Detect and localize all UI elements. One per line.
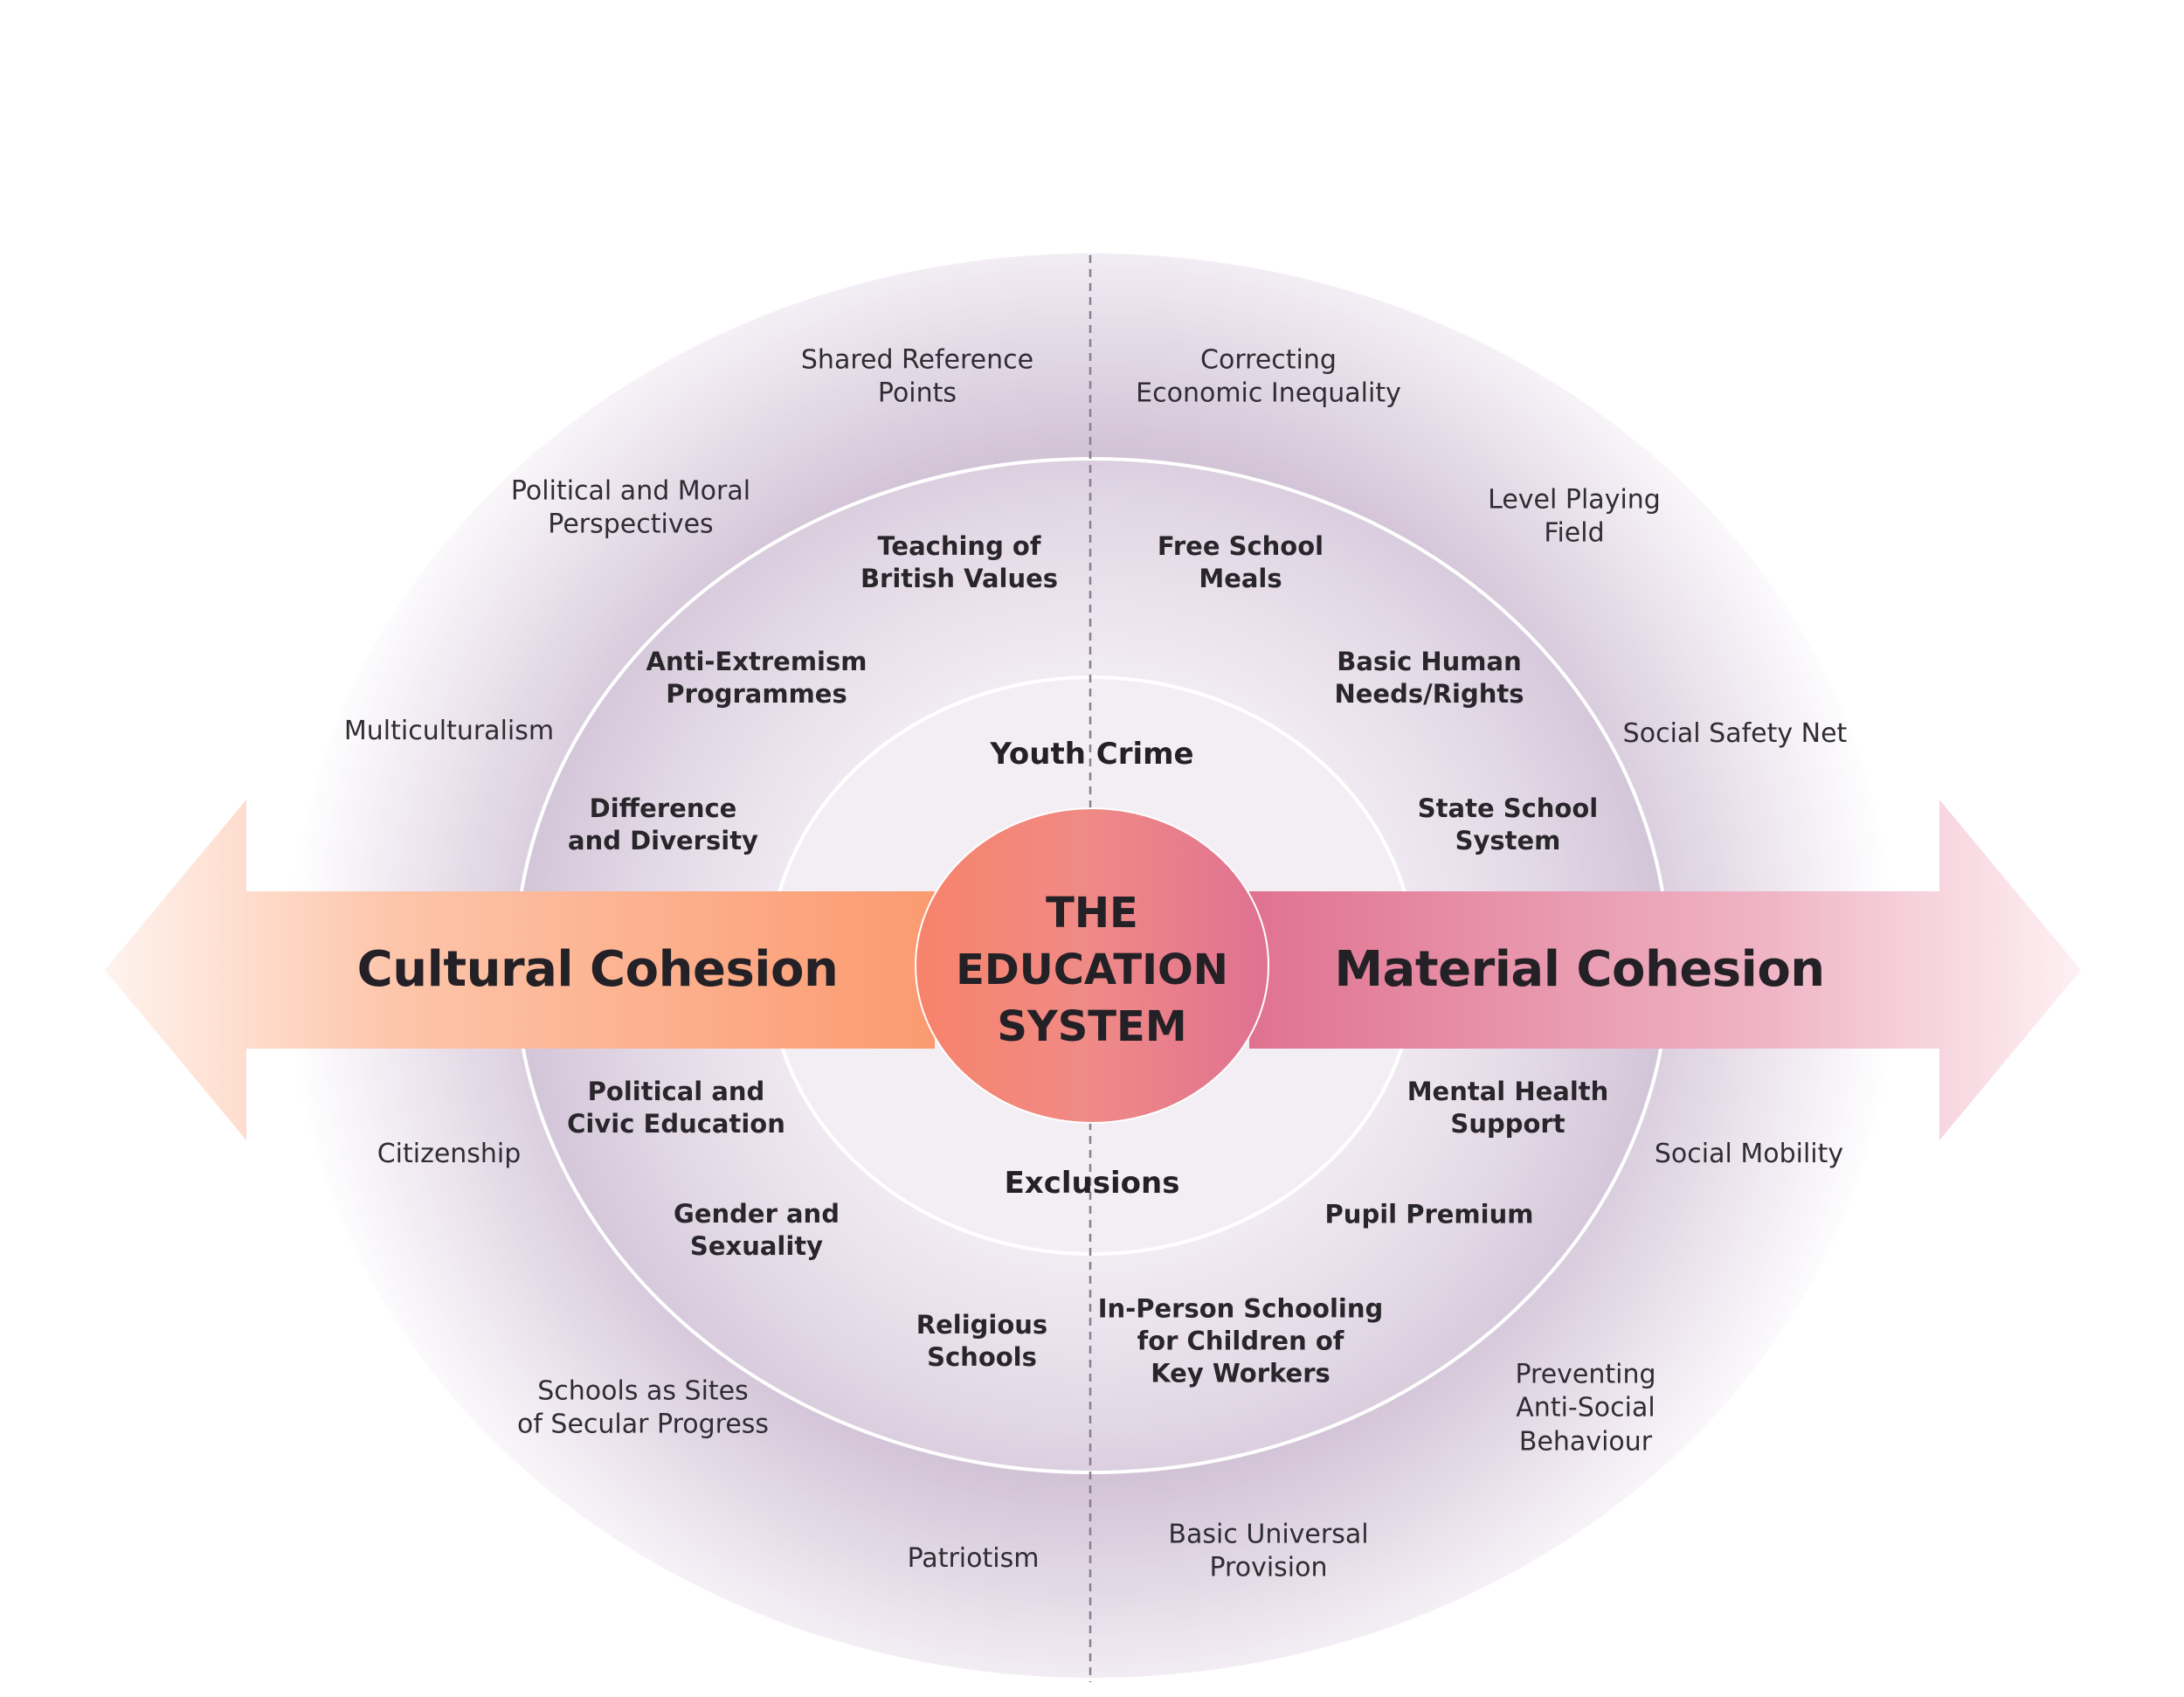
- anti-extremism-label: Anti-Extremism Programmes: [646, 646, 867, 709]
- state-school-system-label: State School System: [1417, 793, 1599, 855]
- social-safety-net-label: Social Safety Net: [1622, 717, 1848, 749]
- difference-diversity-label: Difference and Diversity: [568, 793, 758, 855]
- cultural-cohesion-label: Cultural Cohesion: [356, 941, 839, 999]
- social-mobility-label: Social Mobility: [1654, 1138, 1844, 1169]
- material-cohesion-arrow: [1249, 800, 2081, 1140]
- patriotism-label: Patriotism: [907, 1542, 1040, 1574]
- center-title: THE EDUCATION SYSTEM: [956, 888, 1228, 1051]
- free-school-meals-label: Free School Meals: [1157, 530, 1324, 593]
- youth-crime-label: Youth Crime: [990, 737, 1194, 772]
- mental-health-label: Mental Health Support: [1406, 1076, 1609, 1139]
- anti-social-label: Preventing Anti-Social Behaviour: [1515, 1359, 1656, 1458]
- citizenship-label: Citizenship: [377, 1138, 522, 1169]
- cultural-cohesion-arrow: [105, 800, 935, 1140]
- basic-universal-label: Basic Universal Provision: [1168, 1519, 1369, 1583]
- basic-human-needs-label: Basic Human Needs/Rights: [1334, 646, 1524, 709]
- exclusions-label: Exclusions: [1004, 1166, 1180, 1202]
- religious-schools-label: Religious Schools: [916, 1309, 1048, 1372]
- in-person-schooling-label: In-Person Schooling for Children of Key …: [1097, 1293, 1384, 1389]
- multiculturalism-label: Multiculturalism: [343, 715, 555, 746]
- center-ellipse: [915, 807, 1269, 1124]
- gender-sexuality-label: Gender and Sexuality: [674, 1198, 840, 1261]
- teaching-british-values-label: Teaching of British Values: [860, 530, 1059, 593]
- political-civic-label: Political and Civic Education: [567, 1076, 785, 1139]
- level-playing-field-label: Level Playing Field: [1488, 484, 1661, 549]
- material-cohesion-label: Material Cohesion: [1334, 941, 1825, 999]
- shared-reference-label: Shared Reference Points: [800, 344, 1034, 409]
- pupil-premium-label: Pupil Premium: [1324, 1199, 1534, 1229]
- correcting-inequality-label: Correcting Economic Inequality: [1136, 344, 1401, 409]
- political-moral-label: Political and Moral Perspectives: [510, 475, 751, 540]
- secular-progress-label: Schools as Sites of Secular Progress: [516, 1375, 770, 1440]
